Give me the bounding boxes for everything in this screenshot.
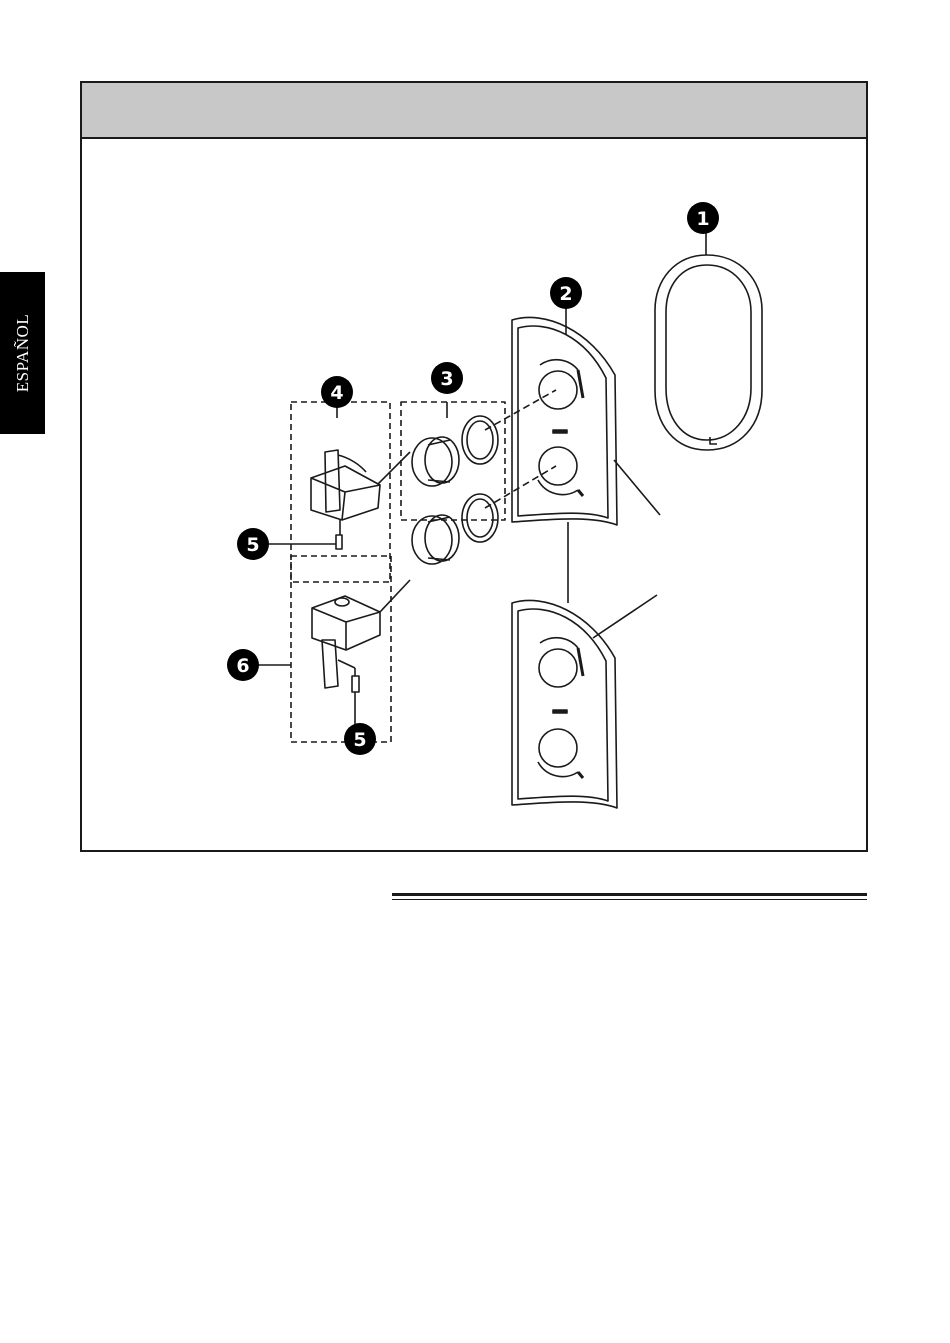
oval-gasket-part [655,255,762,450]
callout-4: 4 [321,376,353,408]
callout-5-lower: 5 [344,723,376,755]
callout-2: 2 [550,277,582,309]
callout-6-label: 6 [236,655,249,677]
section-rule-thick [392,893,867,896]
callout-4-label: 4 [330,382,343,404]
callout-5-lower-label: 5 [353,729,366,751]
callout-3: 3 [431,362,463,394]
callout-5-upper-label: 5 [246,534,259,556]
lower-handle-part [291,556,410,742]
callout-6: 6 [227,649,259,681]
adapter-rings-part [401,390,556,564]
callout-1: 1 [687,202,719,234]
callout-2-label: 2 [559,283,572,305]
callout-3-label: 3 [440,368,453,390]
trim-plate-upper [512,317,617,525]
section-rule-thin [392,899,867,900]
callout-1-label: 1 [696,208,709,230]
upper-handle-part [291,402,410,582]
callout-5-upper: 5 [237,528,269,560]
